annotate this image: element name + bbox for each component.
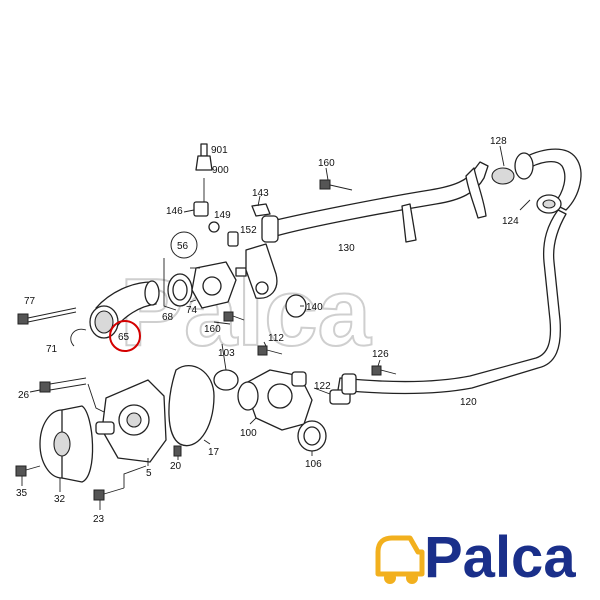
label-77: 77	[24, 296, 36, 307]
label-68: 68	[162, 312, 174, 323]
thermostat-assembly	[167, 261, 247, 309]
logo-text: Palca	[424, 525, 576, 590]
hose-128	[491, 148, 582, 214]
bolt-26	[39, 377, 87, 393]
part-labels: 901 900 128 160 143 146 149 152 130 124 …	[16, 136, 519, 525]
label-152: 152	[240, 225, 257, 236]
label-32: 32	[54, 494, 66, 505]
bolt-23	[93, 487, 125, 501]
fitting-122	[329, 373, 357, 405]
highlight-ring-65	[109, 320, 141, 352]
bolt-20	[173, 445, 182, 457]
ring-label-56	[170, 231, 198, 259]
ring-103	[213, 369, 239, 391]
label-149: 149	[214, 210, 231, 221]
label-106: 106	[305, 459, 322, 470]
label-23: 23	[93, 514, 105, 525]
bracket-152	[245, 243, 278, 299]
sensor-assembly	[193, 143, 239, 247]
label-130: 130	[338, 243, 355, 254]
gasket-17	[168, 365, 215, 447]
label-103: 103	[218, 348, 235, 359]
bolt-35	[15, 465, 41, 477]
bolt-77	[17, 307, 77, 325]
label-124: 124	[502, 216, 519, 227]
pipe-130	[261, 161, 489, 243]
label-126: 126	[372, 349, 389, 360]
clip-143	[251, 203, 271, 217]
label-143: 143	[252, 188, 269, 199]
label-17: 17	[208, 447, 220, 458]
label-140: 140	[306, 302, 323, 313]
label-35: 35	[16, 488, 28, 499]
label-56: 56	[177, 241, 189, 252]
bolt-112	[257, 345, 283, 356]
label-20: 20	[170, 461, 182, 472]
bolt-126	[371, 365, 397, 376]
bolt-160-top	[319, 179, 353, 191]
label-128: 128	[490, 136, 507, 147]
label-160-lower: 160	[204, 324, 221, 335]
bolt-160-lower	[223, 311, 245, 322]
label-901: 901	[211, 145, 228, 156]
pipe-120	[337, 209, 567, 395]
housing-100	[237, 369, 313, 431]
ring-140	[285, 294, 307, 318]
pulley-32	[39, 405, 94, 483]
label-120: 120	[460, 397, 477, 408]
label-26: 26	[18, 390, 30, 401]
label-71: 71	[46, 344, 58, 355]
label-900: 900	[212, 165, 229, 176]
label-5: 5	[146, 468, 152, 479]
water-pump-5	[95, 379, 167, 463]
label-74: 74	[186, 305, 198, 316]
label-146: 146	[166, 206, 183, 217]
clip-71	[70, 328, 87, 347]
label-65: 65	[118, 332, 130, 343]
label-100: 100	[240, 428, 257, 439]
label-112: 112	[268, 333, 284, 344]
truck-icon	[375, 535, 425, 584]
palca-logo: Palca	[375, 525, 576, 590]
leader-lines	[21, 145, 531, 510]
label-160-top: 160	[318, 158, 335, 169]
label-122: 122	[314, 381, 331, 392]
